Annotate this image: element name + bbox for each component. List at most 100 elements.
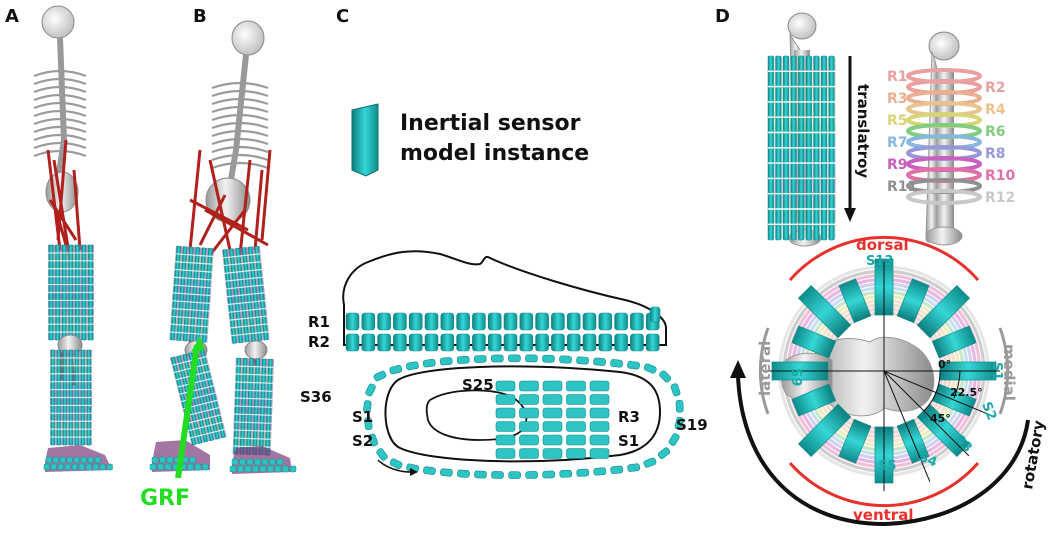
sensor-row-gap — [234, 397, 273, 400]
skull-icon — [41, 5, 75, 39]
sensor-tile — [365, 383, 376, 397]
sensor-row-gap — [230, 323, 269, 329]
legend-line-2: model instance — [400, 141, 589, 166]
sensor-tile — [202, 463, 209, 471]
rib — [33, 93, 87, 102]
sole-label-s1-right: S1 — [618, 432, 639, 450]
ring-label: R2 — [985, 80, 1006, 96]
rotatory-label: rotatory — [1018, 419, 1048, 491]
sensor-row-gap — [174, 261, 213, 265]
sensor-tile — [393, 333, 407, 352]
sensor-tile — [576, 356, 589, 365]
sensor-row-gap — [173, 284, 212, 289]
sensor-tile — [627, 463, 641, 472]
panel-b-letter: B — [193, 6, 207, 27]
angle-line — [883, 370, 970, 457]
sensor-tile — [189, 456, 196, 464]
sensor-tile — [519, 407, 539, 419]
sensor-tile — [92, 463, 99, 471]
sensor-row-gap — [235, 373, 274, 376]
sensor-tile — [71, 463, 78, 471]
sensor-row-gap — [234, 389, 273, 392]
sensor-row-gap — [233, 437, 272, 440]
sensor-tile — [393, 312, 407, 331]
sensor-tile — [519, 421, 539, 432]
ribcage-icon — [211, 54, 269, 186]
sensor-row-gap — [226, 284, 264, 290]
rib — [33, 117, 87, 126]
panel-a-skeleton-standing: A — [5, 5, 113, 472]
sensor-tile — [259, 465, 267, 473]
rib — [33, 109, 87, 118]
ring-label: R9 — [887, 157, 908, 173]
femur-with-rings — [906, 31, 982, 246]
direction-arrow — [377, 459, 411, 473]
sole-label-s25: S25 — [462, 376, 494, 394]
sensor-row-gap — [173, 276, 212, 281]
rib — [33, 125, 87, 134]
sensor-tile — [472, 312, 486, 331]
sensor-tile — [643, 363, 657, 374]
sensor-row-gap — [235, 381, 274, 384]
sensor-row-gap — [229, 315, 268, 321]
sensor-tile — [576, 468, 590, 477]
sensor-tile — [582, 312, 597, 331]
sensor-tile — [282, 465, 289, 473]
sensor-tile — [566, 333, 581, 352]
sensor-tile — [519, 312, 534, 331]
sensor-tile — [495, 394, 516, 405]
sensor-tile — [57, 463, 64, 471]
sensor-tile — [424, 333, 439, 352]
sensor-tile — [59, 456, 66, 464]
thigh-sensor-array — [48, 244, 94, 341]
sensor-row-gap — [186, 414, 222, 425]
sensor-tile — [525, 354, 538, 363]
ring-label: R10 — [985, 168, 1016, 184]
sensor-row-gap — [187, 421, 224, 432]
sensor-tile — [589, 407, 610, 419]
sensor-tile — [519, 448, 539, 459]
sensor-tile — [261, 458, 269, 466]
grf-arrow — [175, 336, 205, 479]
sensor-tile — [473, 355, 487, 363]
skull-icon — [231, 20, 265, 56]
sensor-tile — [361, 333, 376, 352]
sensor-petal — [791, 383, 837, 417]
sensor-tile — [593, 357, 606, 366]
sensor-tile — [668, 433, 680, 446]
sensor-row-gap — [226, 292, 265, 298]
panel-b-skeleton-walking: B — [140, 6, 297, 511]
sensor-row-gap — [175, 253, 214, 258]
sensor-tile — [80, 456, 87, 464]
angle-line — [883, 370, 931, 483]
sensor-tile — [525, 471, 538, 479]
sensor-row-gap — [223, 261, 262, 267]
muscle-lines — [188, 149, 272, 366]
sensor-tile — [229, 465, 237, 473]
sensor-tile — [456, 333, 470, 352]
sensor-label-s5: S5 — [878, 459, 896, 474]
sensor-tile — [566, 434, 586, 446]
sensor-tile — [593, 467, 607, 476]
sensor-row-gap — [177, 377, 213, 388]
sensor-tile — [487, 312, 502, 331]
sensor-tile — [194, 463, 202, 471]
ring-label: R8 — [985, 146, 1006, 162]
sensor-tile — [376, 448, 388, 461]
sensor-tile — [589, 394, 610, 405]
sensor-tile — [627, 360, 640, 370]
sensor-tile — [630, 312, 644, 331]
sole-perimeter-sensors — [363, 354, 684, 479]
sensor-row-gap — [222, 253, 261, 259]
sensor-tile — [244, 465, 252, 473]
rib — [211, 153, 269, 162]
sensor-tile — [542, 448, 563, 459]
sensor-tile — [674, 416, 684, 430]
rotatory-arrow — [736, 375, 1030, 527]
angle-line — [883, 370, 996, 418]
sensor-tile — [542, 407, 563, 419]
rib — [211, 145, 269, 154]
sensor-tile — [566, 448, 586, 459]
sensor-tile — [610, 465, 624, 474]
